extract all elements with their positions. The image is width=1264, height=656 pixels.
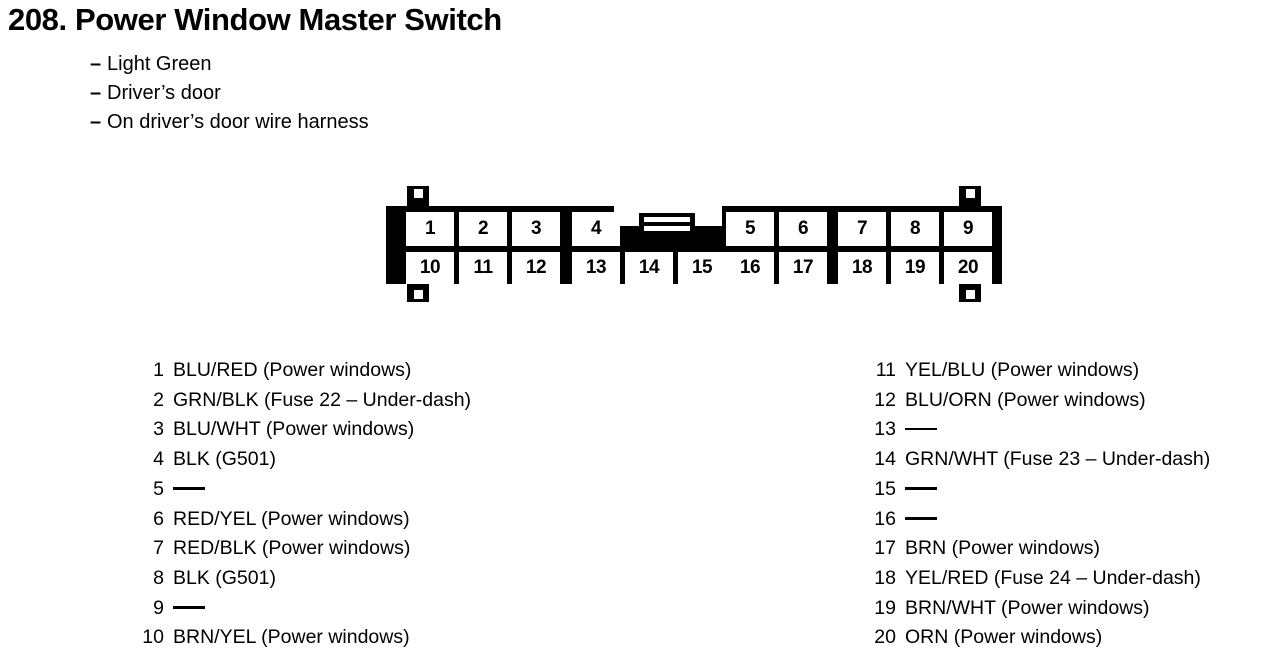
pin-cell-15: 15 [678, 252, 726, 284]
pin-cell-18: 18 [838, 252, 886, 284]
pin-number: 9 [153, 596, 164, 619]
pin-number: 2 [153, 388, 164, 411]
pin-row-12: 12 BLU/ORN (Power windows) [862, 386, 1210, 416]
pin-row-15: 15 [862, 475, 1210, 505]
pin-row-19: 19 BRN/WHT (Power windows) [862, 594, 1210, 624]
page-title: 208. Power Window Master Switch [8, 2, 502, 37]
pin-list-right: 11 YEL/BLU (Power windows) 12 BLU/ORN (Powe… [862, 356, 1210, 653]
subtitle-list: –Light Green–Driver’s door–On driver’s d… [90, 50, 369, 137]
pin-row-9: 9 [130, 594, 471, 624]
pin-row-16: 16 [862, 505, 1210, 535]
bullet-dash-icon: – [90, 82, 102, 104]
pin-description: YEL/RED (Fuse 24 – Under-dash) [905, 566, 1201, 589]
pin-row-20: 20 ORN (Power windows) [862, 623, 1210, 653]
pin-number: 8 [153, 566, 164, 589]
pin-cell-3: 3 [512, 212, 560, 246]
pin-description: BLK (G501) [173, 448, 276, 471]
bullet-dash-icon: – [90, 53, 102, 75]
pin-row-5: 5 [130, 475, 471, 505]
pin-row-8: 8 BLK (G501) [130, 564, 471, 594]
pin-description-empty [173, 475, 205, 505]
subtitle-row: –Light Green [90, 50, 369, 79]
pin-cell-4: 4 [572, 212, 620, 246]
pin-number: 15 [874, 477, 896, 500]
pin-cell-2: 2 [459, 212, 507, 246]
subtitle-text: On driver’s door wire harness [107, 111, 369, 133]
pin-cell-16: 16 [726, 252, 774, 284]
bullet-dash-icon: – [90, 111, 102, 133]
pin-description-empty [173, 594, 205, 624]
pin-description: RED/YEL (Power windows) [173, 507, 410, 530]
mounting-tab-top-right [959, 186, 981, 207]
pin-row-17: 17 BRN (Power windows) [862, 534, 1210, 564]
pin-number: 5 [153, 477, 164, 500]
pin-row-10: 10 BRN/YEL (Power windows) [130, 623, 471, 653]
pin-row-1: 1 BLU/RED (Power windows) [130, 356, 471, 386]
pin-row-2: 2 GRN/BLK (Fuse 22 – Under-dash) [130, 386, 471, 416]
pin-row-3: 3 BLU/WHT (Power windows) [130, 415, 471, 445]
pin-cell-5: 5 [726, 212, 774, 246]
pin-row-4: 4 BLK (G501) [130, 445, 471, 475]
pin-description-empty [905, 415, 937, 445]
latch-tab-icon [639, 213, 695, 234]
pin-number: 1 [153, 359, 164, 381]
pin-number: 10 [142, 626, 164, 649]
pin-number: 6 [153, 507, 164, 530]
pin-cell-11: 11 [459, 252, 507, 284]
pin-cell-19: 19 [891, 252, 939, 284]
pin-description: BLU/RED (Power windows) [173, 359, 412, 381]
pin-cell-20: 20 [944, 252, 992, 284]
pin-cell-7: 7 [838, 212, 886, 246]
pin-description: BRN/WHT (Power windows) [905, 596, 1150, 619]
pin-number: 16 [874, 507, 896, 530]
subtitle-row: –Driver’s door [90, 79, 369, 108]
subtitle-text: Driver’s door [107, 82, 221, 104]
pin-row-11: 11 YEL/BLU (Power windows) [862, 356, 1210, 386]
pin-number: 18 [874, 566, 896, 589]
pin-list-left: 1 BLU/RED (Power windows) 2 GRN/BLK (Fuse 2… [130, 356, 471, 653]
pin-description-empty [905, 475, 937, 505]
pin-cell-9: 9 [944, 212, 992, 246]
mounting-tab-top-left [407, 186, 429, 207]
pin-description: RED/BLK (Power windows) [173, 537, 411, 560]
pin-number: 12 [874, 388, 896, 411]
pin-description: YEL/BLU (Power windows) [905, 359, 1140, 381]
pin-description: BRN (Power windows) [905, 537, 1101, 560]
pin-row-13: 13 [862, 415, 1210, 445]
pin-row-18: 18 YEL/RED (Fuse 24 – Under-dash) [862, 564, 1210, 594]
subtitle-row: –On driver’s door wire harness [90, 108, 369, 137]
pin-number: 7 [153, 537, 164, 560]
pin-description: BLU/WHT (Power windows) [173, 418, 415, 441]
pin-cell-14: 14 [625, 252, 673, 284]
pin-description: GRN/WHT (Fuse 23 – Under-dash) [905, 448, 1211, 471]
pin-description: BLK (G501) [173, 566, 276, 589]
subtitle-text: Light Green [107, 53, 212, 75]
pin-description-empty [905, 505, 937, 535]
pin-row-14: 14 GRN/WHT (Fuse 23 – Under-dash) [862, 445, 1210, 475]
pin-cell-10: 10 [406, 252, 454, 284]
pin-description: ORN (Power windows) [905, 626, 1103, 649]
pin-cell-6: 6 [779, 212, 827, 246]
pin-number: 11 [875, 359, 896, 381]
pin-row-6: 6 RED/YEL (Power windows) [130, 505, 471, 535]
pin-cell-13: 13 [572, 252, 620, 284]
pin-number: 13 [874, 418, 896, 441]
pin-cell-12: 12 [512, 252, 560, 284]
pin-cell-1: 1 [406, 212, 454, 246]
pin-number: 17 [874, 537, 896, 560]
mounting-tab-bottom-left [407, 281, 429, 302]
pin-number: 14 [874, 448, 896, 471]
pin-description: BLU/ORN (Power windows) [905, 388, 1146, 411]
pin-number: 4 [153, 448, 164, 471]
mounting-tab-bottom-right [959, 281, 981, 302]
pin-description: BRN/YEL (Power windows) [173, 626, 410, 649]
pin-number: 19 [874, 596, 896, 619]
pin-row-7: 7 RED/BLK (Power windows) [130, 534, 471, 564]
pin-number: 20 [874, 626, 896, 649]
pin-description: GRN/BLK (Fuse 22 – Under-dash) [173, 388, 472, 411]
pin-cell-17: 17 [779, 252, 827, 284]
pin-number: 3 [153, 418, 164, 441]
pin-cell-8: 8 [891, 212, 939, 246]
